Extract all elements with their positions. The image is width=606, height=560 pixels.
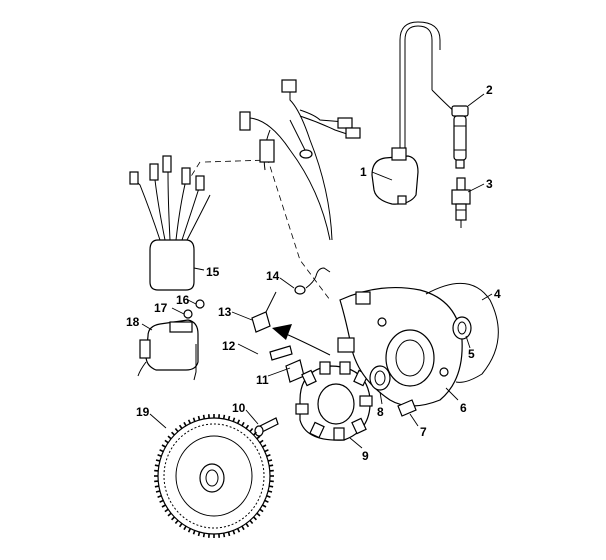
gear-tooth — [256, 512, 261, 517]
gear-tooth — [259, 439, 264, 444]
bolt-7 — [397, 399, 417, 417]
gear-tooth — [253, 431, 257, 436]
callout-17: 17 — [154, 301, 168, 315]
direction-arrow — [272, 324, 331, 356]
callout-1: 1 — [360, 165, 367, 179]
gear-tooth — [249, 519, 254, 525]
gear-tooth — [164, 508, 169, 513]
callout-8: 8 — [377, 405, 384, 419]
callout-15: 15 — [206, 265, 220, 279]
stator-screw — [254, 417, 279, 437]
gear-tooth — [174, 519, 179, 525]
gear-tooth — [164, 439, 169, 444]
cdi-box — [129, 155, 211, 291]
callout-5: 5 — [468, 347, 475, 361]
spark-plug — [451, 177, 471, 228]
gear-tooth — [171, 431, 175, 436]
gear-tooth — [253, 516, 257, 521]
leader-lines — [141, 93, 493, 449]
callout-9: 9 — [362, 449, 369, 463]
callout-11: 11 — [256, 373, 269, 387]
o-ring — [425, 282, 499, 383]
callout-14: 14 — [266, 269, 280, 283]
callout-6: 6 — [460, 401, 467, 415]
gear-tooth — [174, 427, 179, 433]
gear-tooth — [171, 516, 175, 521]
callout-7: 7 — [420, 425, 427, 439]
bracket-and-screw — [269, 345, 305, 383]
wiring-harness — [239, 79, 361, 241]
callout-10: 10 — [232, 401, 246, 415]
gear-tooth — [259, 508, 264, 513]
callout-19: 19 — [136, 405, 150, 419]
gear-tooth — [256, 435, 261, 440]
callout-labels: 1 2 3 4 5 6 7 8 9 10 11 12 13 14 15 16 1… — [126, 83, 501, 463]
callout-16: 16 — [176, 293, 190, 307]
flywheel — [157, 417, 271, 535]
callout-18: 18 — [126, 315, 140, 329]
regulator-rectifier — [137, 299, 205, 381]
ignition-coil — [371, 21, 456, 205]
pulser-coil — [251, 291, 277, 333]
callout-3: 3 — [486, 177, 493, 191]
screw-14 — [294, 267, 331, 295]
spark-plug-cap — [451, 105, 469, 169]
gear-tooth — [249, 427, 254, 433]
callout-12: 12 — [222, 339, 236, 353]
stator — [295, 361, 373, 441]
oil-seal-8 — [369, 365, 391, 391]
dashed-guide-lines — [189, 159, 331, 301]
gear-tooth — [167, 512, 172, 517]
callout-13: 13 — [218, 305, 232, 319]
callout-2: 2 — [486, 83, 493, 97]
oil-seal-5 — [452, 316, 472, 340]
gear-tooth — [167, 435, 172, 440]
callout-4: 4 — [494, 287, 501, 301]
